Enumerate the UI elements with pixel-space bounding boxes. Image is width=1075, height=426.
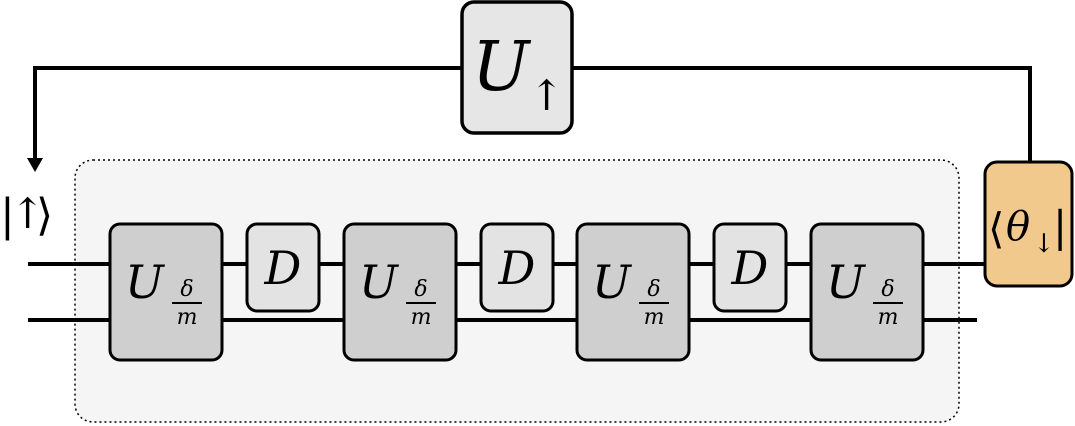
feedback-gate-symbol: U <box>472 28 532 107</box>
measurement-close: | <box>1053 202 1067 251</box>
feedback-loop-line <box>33 66 1032 162</box>
d-gate-symbol: D <box>498 241 536 295</box>
u-gate-denominator: m <box>878 305 899 330</box>
feedback-gate: U ↑ <box>460 0 574 135</box>
u-gate-denominator: m <box>411 305 432 330</box>
u-gate-symbol: U <box>826 255 867 309</box>
d-gate: D <box>479 222 555 313</box>
u-gate-symbol: U <box>125 255 166 309</box>
measurement-gate: ⟨ θ ↓ | <box>983 160 1074 288</box>
input-state-bar: | <box>0 190 15 241</box>
feedback-arrowhead <box>27 158 43 172</box>
u-gate-denominator: m <box>644 305 665 330</box>
u-gate-numerator: δ <box>414 277 427 302</box>
u-gate-numerator: δ <box>647 277 660 302</box>
u-gate-denominator: m <box>177 305 198 330</box>
input-state-bracket: ⟩ <box>36 190 53 241</box>
u-gate-symbol: U <box>592 255 633 309</box>
feedback-gate-subscript: ↑ <box>529 71 564 120</box>
measurement-symbol: θ <box>1006 204 1030 250</box>
u-gate-numerator: δ <box>180 277 193 302</box>
d-gate-symbol: D <box>264 241 302 295</box>
input-state-arrow: ↑ <box>10 189 45 238</box>
d-gate: D <box>712 222 788 313</box>
d-gate-symbol: D <box>731 241 769 295</box>
d-gate: D <box>245 222 321 313</box>
measurement-subscript: ↓ <box>1033 229 1055 259</box>
u-gate-symbol: U <box>359 255 400 309</box>
u-gate-numerator: δ <box>881 277 894 302</box>
input-state-label: | ↑ ⟩ <box>0 189 53 241</box>
measurement-open: ⟨ <box>988 204 1004 253</box>
